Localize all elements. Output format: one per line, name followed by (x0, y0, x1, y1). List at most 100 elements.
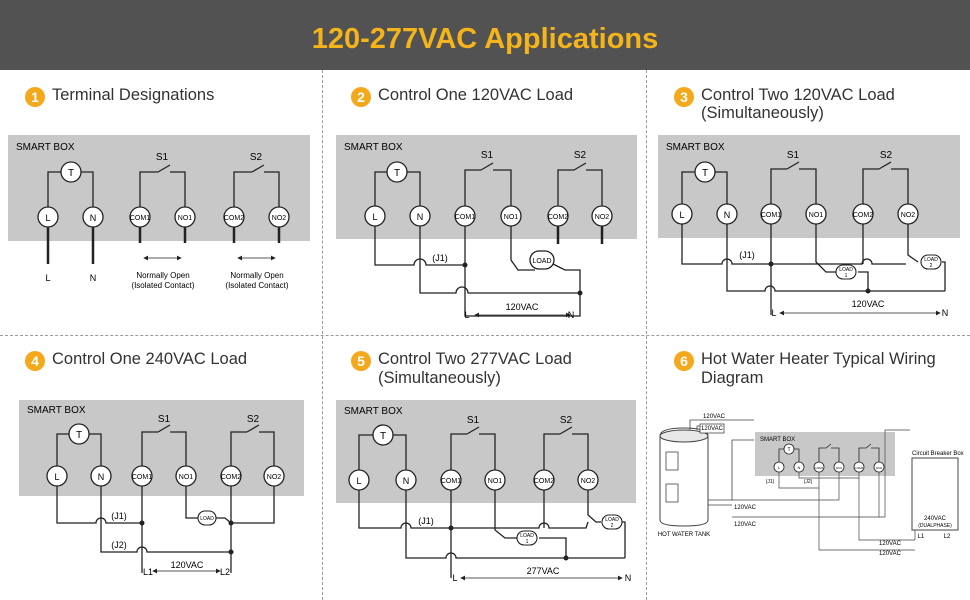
breaker-box-label: Circuit Breaker Box (912, 451, 964, 457)
terminal-l-label: L (54, 472, 59, 482)
circuit-breaker-box (911, 457, 959, 531)
diagram-one-120vac-load: SMART BOX T S1 S2 L N COM1 NO1 COM2 NO2 (336, 135, 637, 320)
load-2-label: LOAD (605, 517, 619, 523)
step-number-badge: 2 (351, 87, 371, 107)
wire-120-label: 120VAC (703, 414, 726, 420)
terminal-n-label: N (798, 465, 801, 470)
voltage-label: 277VAC (527, 566, 560, 576)
diagram-terminal-designations: SMART BOX T S1 S2 L N COM1 NO1 COM2 NO2 (8, 135, 310, 290)
terminal-no2-label: NO2 (272, 215, 287, 222)
terminal-com1-label: COM1 (815, 466, 824, 470)
terminal-n-label: N (98, 472, 105, 482)
terminal-l-label: L (45, 213, 50, 223)
jumper-j1-label: (J1) (766, 479, 775, 485)
terminal-l-label: L (778, 465, 781, 470)
smart-box-label: SMART BOX (666, 142, 725, 153)
terminal-n-label: N (90, 213, 97, 223)
diagram-hot-water-heater: HOT WATER TANK 120VAC 120VAC 120VAC 120V… (658, 414, 964, 557)
wire-l-label: L (452, 573, 457, 583)
timer-symbol: T (702, 168, 708, 179)
step-number-badge: 6 (674, 351, 694, 371)
switch-s1-label: S1 (158, 414, 171, 425)
terminal-com1-label: COM1 (132, 474, 152, 481)
switch-s2-label: S2 (247, 414, 260, 425)
panel-title: Control One 240VAC Load (52, 350, 248, 368)
terminal-no2-label: NO2 (901, 212, 916, 219)
voltage-label: 120VAC (171, 560, 204, 570)
wire-l-label: L (771, 308, 776, 318)
timer-terminal (60, 161, 82, 183)
wire-n-label: N (942, 308, 949, 318)
smart-box-label: SMART BOX (344, 142, 403, 153)
terminal-com1-label: COM1 (761, 212, 781, 219)
terminal-n-label: N (724, 210, 731, 220)
terminal-com2-label: COM2 (221, 474, 241, 481)
page-title: 120-277VAC Applications (311, 23, 659, 55)
load-2-label: LOAD (924, 257, 938, 263)
load-2-number: 2 (611, 523, 614, 529)
wire-n-label: N (625, 573, 632, 583)
wire-l1-label: L1 (918, 534, 925, 540)
smart-box-label: SMART BOX (760, 437, 795, 443)
step-number-badge: 4 (25, 351, 45, 371)
terminal-no2-label: NO2 (595, 214, 610, 221)
timer-symbol: T (76, 430, 82, 441)
terminal-l-label: L (372, 212, 377, 222)
jumper-j1-label: (J1) (111, 511, 127, 521)
row-divider (0, 335, 970, 336)
terminal-com1-label: COM1 (455, 214, 475, 221)
panel-subtitle: (Simultaneously) (701, 104, 824, 122)
switch-s1-label: S1 (787, 150, 800, 161)
terminal-no2-label: NO2 (581, 478, 596, 485)
load-1-number: 1 (526, 539, 529, 545)
diagram-one-240vac-load: SMART BOX T S1 S2 L N COM1 NO1 COM2 NO2 (19, 400, 304, 577)
breaker-voltage-label: 240VAC (924, 516, 947, 522)
terminal-com1-label: COM1 (441, 478, 461, 485)
switch-s2-label: S2 (560, 415, 573, 426)
timer-symbol: T (787, 447, 790, 453)
wire-l2-label: L2 (944, 534, 951, 540)
breaker-phase-label: (DUALPHASE) (918, 523, 952, 529)
column-divider-1 (322, 70, 323, 600)
wire-120-label: 120VAC (734, 505, 757, 511)
note-normally-open-1: Normally Open (136, 271, 189, 280)
panel-title: Hot Water Heater Typical Wiring (701, 350, 936, 368)
wire-120-label: 120VAC (879, 541, 902, 547)
jumper-j2-label: (J2) (804, 479, 813, 485)
panel-subtitle: (Simultaneously) (378, 369, 501, 387)
wire-l-label: L (464, 310, 469, 320)
terminal-no2-label: NO2 (267, 474, 282, 481)
terminal-l-label: L (679, 210, 684, 220)
tank-label: HOT WATER TANK (658, 532, 710, 538)
wire-120-label: 120VAC (734, 522, 757, 528)
voltage-label: 120VAC (852, 299, 885, 309)
jumper-j1-label: (J1) (739, 250, 755, 260)
load-label: LOAD (532, 258, 551, 265)
smart-box-label: SMART BOX (16, 142, 75, 153)
switch-s2-label: S2 (880, 150, 893, 161)
terminal-no1-label: NO1 (179, 474, 194, 481)
switch-s2-label: S2 (574, 150, 587, 161)
jumper-j2-label: (J2) (111, 540, 127, 550)
timer-symbol: T (394, 168, 400, 179)
terminal-no1-label: NO1 (504, 214, 519, 221)
wire-120-label: 120VAC (879, 551, 902, 557)
load-label: LOAD (200, 516, 214, 522)
step-number-badge: 5 (351, 351, 371, 371)
wire-120-label: 120VAC (701, 426, 724, 432)
hot-water-tank (659, 427, 709, 527)
terminal-com2-label: COM2 (534, 478, 554, 485)
wire-n-label: N (90, 273, 97, 283)
smart-box (8, 135, 310, 241)
terminal-no1-label: NO1 (488, 478, 503, 485)
load-1-label: LOAD (520, 533, 534, 539)
terminal-com1-label: COM1 (130, 215, 150, 222)
terminal-no2-label: NO2 (876, 466, 883, 470)
step-number-badge: 1 (25, 87, 45, 107)
terminal-no1-label: NO1 (809, 212, 824, 219)
diagram-two-120vac-loads: SMART BOX T S1 S2 L N COM1 NO1 COM2 NO2 (658, 135, 960, 318)
panel-subtitle: Diagram (701, 369, 764, 387)
terminal-com2-label: COM2 (548, 214, 568, 221)
note-isolated-2: (Isolated Contact) (225, 281, 288, 290)
note-normally-open-2: Normally Open (230, 271, 283, 280)
